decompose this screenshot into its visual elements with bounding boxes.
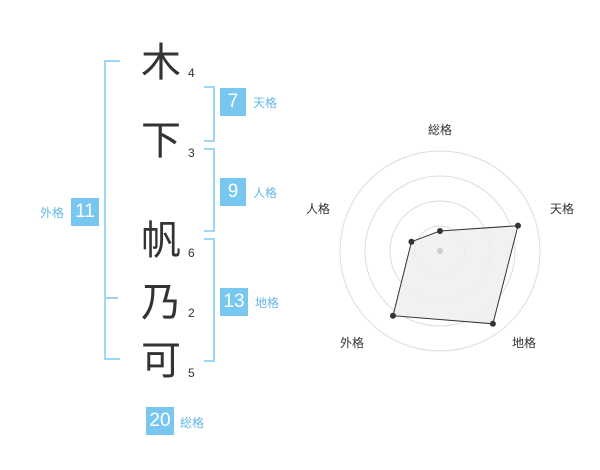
stroke-count-3: 6 [188, 246, 195, 260]
chikaku-label: 地格 [255, 296, 280, 310]
axis-label-chikaku: 地格 [512, 335, 536, 350]
tenkaku-bracket [204, 86, 215, 142]
chikaku-bracket [204, 238, 215, 362]
radar-point-4 [389, 312, 396, 319]
stroke-count-4: 2 [188, 306, 195, 320]
tenkaku-value: 7 [220, 88, 246, 116]
radar-series-polygon [392, 225, 519, 325]
tenkaku-label: 天格 [253, 96, 278, 110]
axis-label-jinkaku: 人格 [306, 201, 330, 216]
jinkaku-value: 9 [220, 178, 246, 206]
soukaku-value: 20 [146, 407, 174, 435]
name-char-3: 帆 [141, 218, 181, 264]
radar-point-5 [408, 238, 415, 245]
name-char-5: 可 [141, 338, 181, 384]
gaikaku-bracket [104, 60, 120, 360]
jinkaku-bracket [204, 148, 215, 232]
radar-center-dot [437, 248, 443, 254]
stroke-count-1: 4 [188, 66, 195, 80]
name-char-4: 乃 [141, 280, 181, 326]
soukaku-label: 総格 [180, 416, 205, 430]
axis-label-gaikaku: 外格 [340, 335, 364, 350]
chikaku-value: 13 [220, 288, 248, 316]
name-char-2: 下 [141, 118, 181, 164]
radar-point-1 [437, 228, 443, 234]
axis-label-tenkaku: 天格 [550, 201, 574, 216]
gaikaku-bracket-divider [104, 297, 118, 299]
name-char-1: 木 [141, 40, 181, 86]
gaikaku-label: 外格 [40, 206, 65, 220]
stroke-count-2: 3 [188, 146, 195, 160]
radar-ring-4 [339, 150, 541, 352]
jinkaku-label: 人格 [253, 186, 278, 200]
gaikaku-value: 11 [71, 198, 99, 226]
radar-point-3 [489, 320, 496, 327]
radar-point-2 [514, 222, 521, 229]
radar-points [389, 222, 521, 327]
radar-ring-3 [364, 175, 516, 327]
axis-label-soukaku: 総格 [428, 122, 452, 137]
stroke-count-5: 5 [188, 366, 195, 380]
